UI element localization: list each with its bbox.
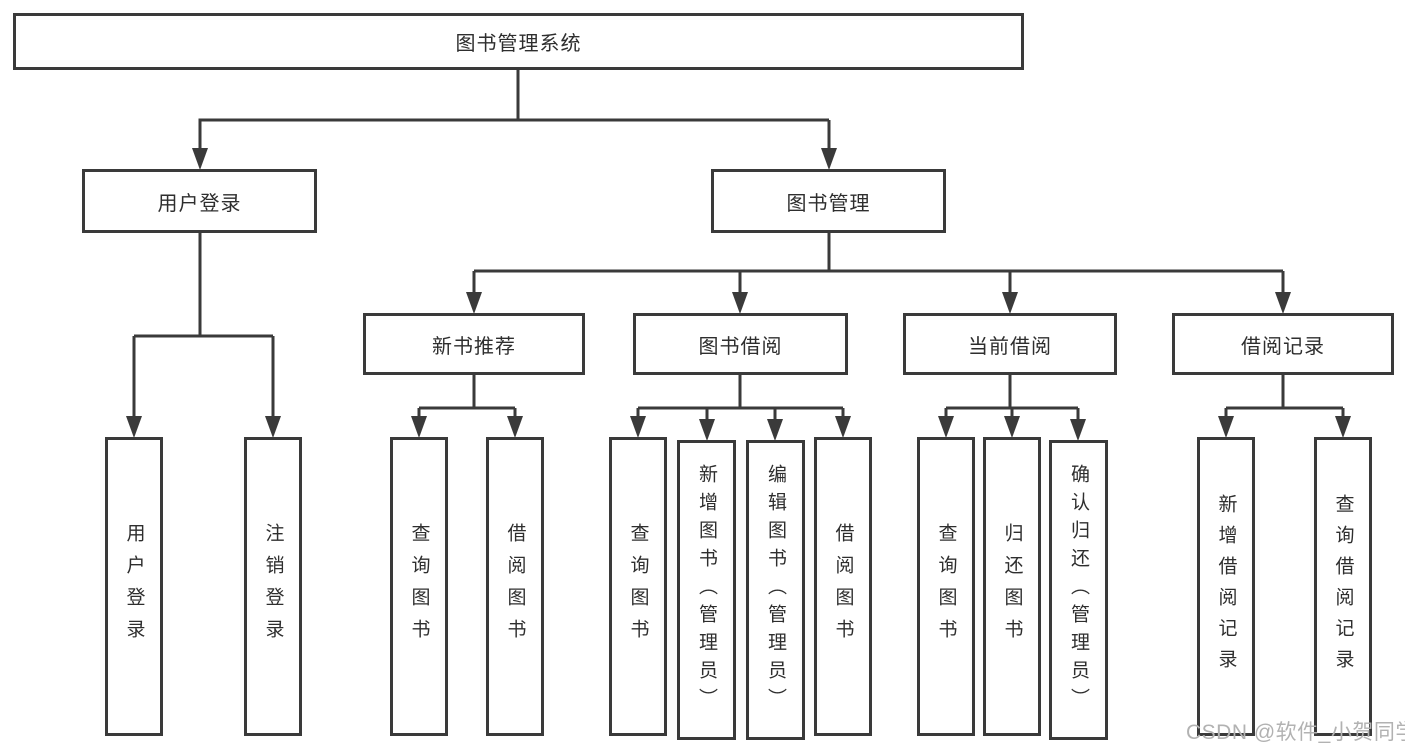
leaf-user-login: 用户登录 [105, 437, 163, 736]
node-label: 用户登录 [123, 522, 145, 651]
node-label: 新增借阅记录 [1215, 493, 1237, 680]
node-book-management: 图书管理 [711, 169, 946, 233]
node-label: 图书管理系统 [455, 33, 582, 55]
arrowhead [699, 419, 715, 441]
leaf-add-book-admin: 新增图书（管理员） [677, 440, 736, 740]
node-borrowing-records: 借阅记录 [1172, 313, 1394, 375]
arrowhead [938, 416, 954, 438]
node-label: 图书管理 [786, 192, 871, 215]
leaf-query-books-borrow: 查询图书 [609, 437, 667, 736]
leaf-logout: 注销登录 [244, 437, 302, 736]
connector-userlogin-to-leaves [132, 233, 275, 421]
arrowhead [192, 148, 208, 170]
leaf-add-borrow-record: 新增借阅记录 [1197, 437, 1255, 736]
leaf-query-borrow-record: 查询借阅记录 [1314, 437, 1372, 736]
arrowhead [126, 416, 142, 438]
node-user-login: 用户登录 [82, 169, 317, 233]
node-label: 借阅记录 [1241, 335, 1325, 358]
csdn-watermark: CSDN @软件_小贺同学 [1186, 721, 1405, 744]
connector-currentborrow-to-leaves [944, 375, 1080, 424]
leaf-borrow-books: 借阅图书 [814, 437, 872, 736]
arrowhead [265, 416, 281, 438]
arrowhead [1002, 292, 1018, 314]
node-label: 当前借阅 [968, 335, 1052, 358]
arrowhead [835, 416, 851, 438]
connector-bookborrow-to-leaves [636, 375, 845, 424]
node-label: 借阅图书 [504, 522, 526, 651]
leaf-query-books-current: 查询图书 [917, 437, 975, 736]
leaf-edit-book-admin: 编辑图书（管理员） [746, 440, 805, 740]
node-label: 新增图书（管理员） [696, 464, 717, 716]
arrowhead [1218, 416, 1234, 438]
arrowhead [1070, 419, 1086, 441]
node-label: 归还图书 [1001, 522, 1023, 651]
leaf-confirm-return-admin: 确认归还（管理员） [1049, 440, 1108, 740]
node-label: 查询图书 [935, 522, 957, 651]
node-label: 查询借阅记录 [1332, 493, 1354, 680]
arrowhead [411, 416, 427, 438]
node-label: 查询图书 [627, 522, 649, 651]
arrowhead [630, 416, 646, 438]
arrowhead [732, 292, 748, 314]
connector-bookmgmt-to-level3 [472, 233, 1285, 297]
node-label: 查询图书 [408, 522, 430, 651]
node-label: 图书借阅 [698, 335, 783, 358]
node-library-management-system: 图书管理系统 [13, 13, 1024, 70]
arrowhead [466, 292, 482, 314]
arrowhead [1275, 292, 1291, 314]
leaf-query-books-recommend: 查询图书 [390, 437, 448, 736]
connector-records-to-leaves [1224, 375, 1345, 421]
node-label: 用户登录 [157, 192, 242, 215]
arrowhead [1335, 416, 1351, 438]
node-book-borrowing: 图书借阅 [633, 313, 848, 375]
node-label: 新书推荐 [432, 335, 516, 358]
arrowhead [821, 148, 837, 170]
node-new-book-recommend: 新书推荐 [363, 313, 585, 375]
leaf-return-books: 归还图书 [983, 437, 1041, 736]
arrowhead [767, 419, 783, 441]
node-label: 确认归还（管理员） [1068, 464, 1089, 716]
connector-root-to-level2 [198, 70, 831, 152]
node-label: 编辑图书（管理员） [765, 464, 786, 716]
connector-newbook-to-leaves [417, 375, 517, 421]
leaf-borrow-books-recommend: 借阅图书 [486, 437, 544, 736]
node-label: 注销登录 [262, 522, 284, 651]
node-label: 借阅图书 [832, 522, 854, 651]
node-current-borrowing: 当前借阅 [903, 313, 1117, 375]
arrowhead [1004, 416, 1020, 438]
arrowhead [507, 416, 523, 438]
